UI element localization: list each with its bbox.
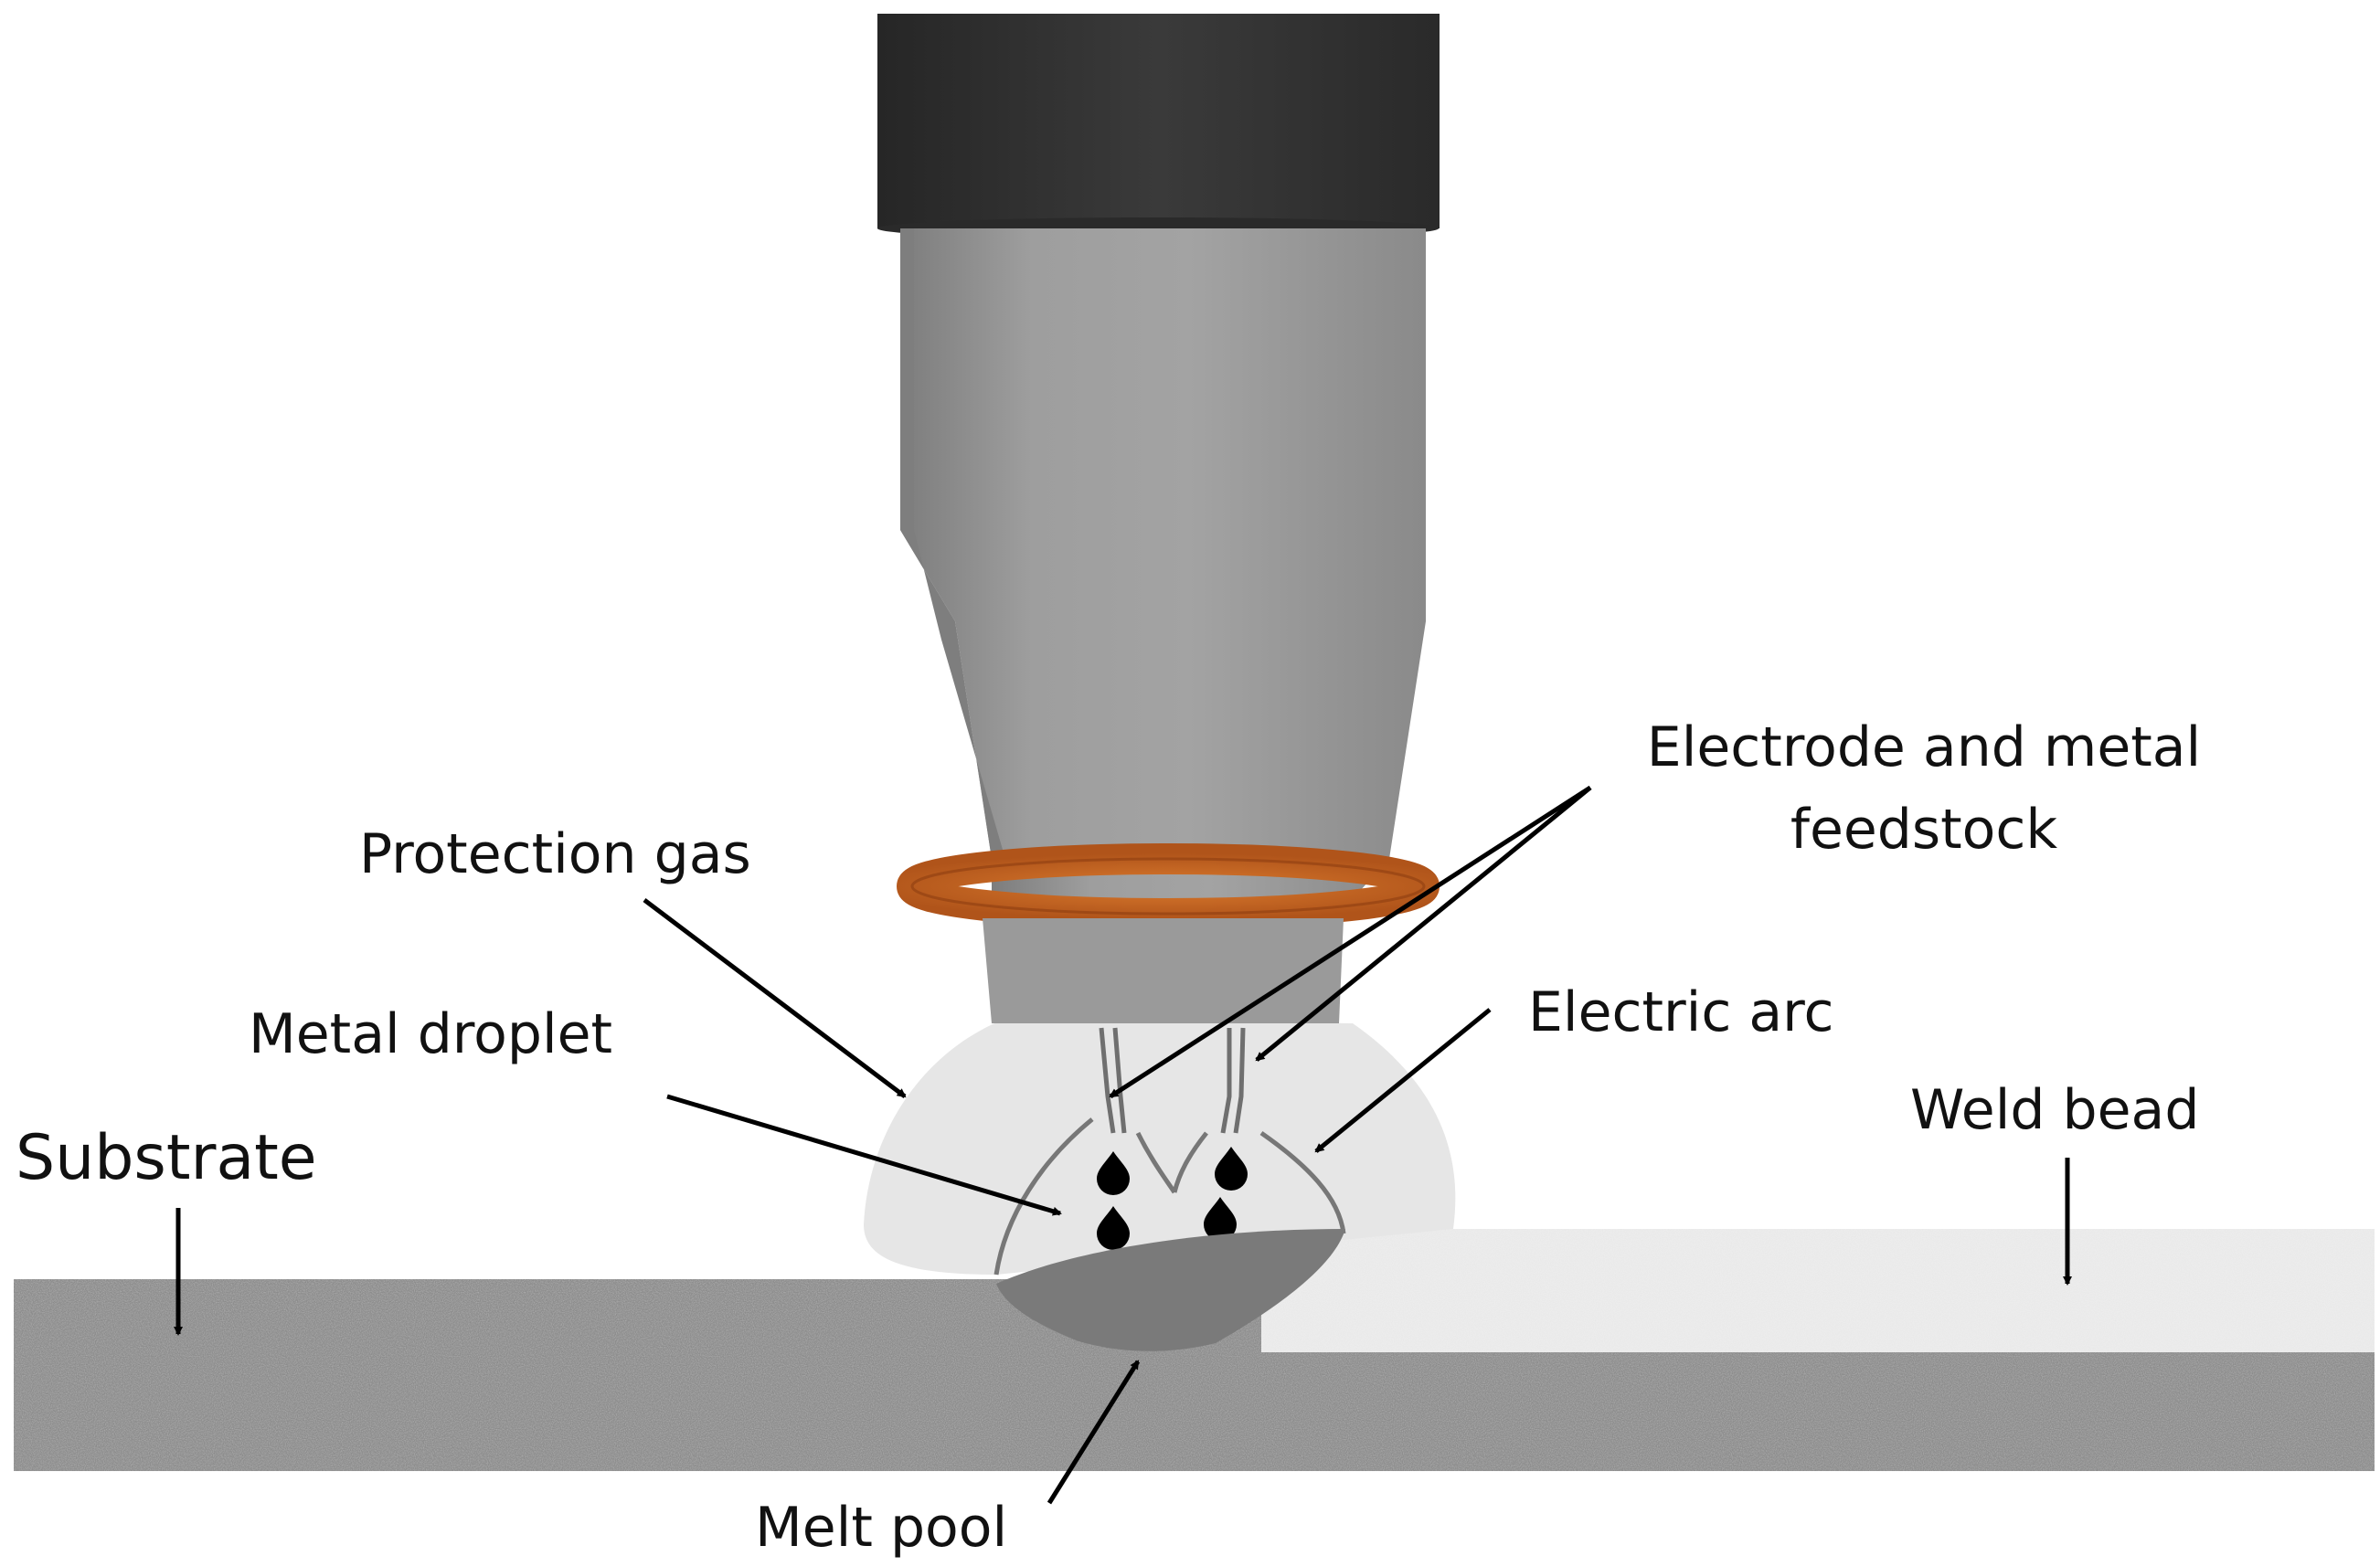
electrode-wires <box>1099 1027 1246 1134</box>
arrow-protection-gas <box>643 898 907 1098</box>
arrow-electrode-2 <box>1255 786 1592 1062</box>
label-melt-pool: Melt pool <box>755 1496 1007 1560</box>
label-electrode-line1: Electrode and metal <box>1647 715 2201 779</box>
torch-cap <box>877 14 1440 239</box>
annotation-arrows <box>174 785 2072 1505</box>
metal-droplets <box>1097 1147 1248 1250</box>
label-electrode-line2: feedstock <box>1790 798 2058 862</box>
arrow-electrode-1 <box>1109 785 1592 1099</box>
arrow-electric-arc <box>1314 1008 1492 1153</box>
label-metal-droplet: Metal droplet <box>249 1002 612 1066</box>
o-ring <box>897 843 1440 929</box>
label-protection-gas: Protection gas <box>359 822 751 886</box>
protection-gas-cloud <box>864 1019 1456 1275</box>
torch-nozzle <box>983 918 1344 1023</box>
melt-pool <box>996 1229 1345 1351</box>
label-weld-bead: Weld bead <box>1910 1078 2199 1142</box>
label-electric-arc: Electric arc <box>1528 980 1834 1044</box>
electric-arc <box>993 1117 1346 1276</box>
label-substrate: Substrate <box>16 1122 317 1194</box>
arrow-melt-pool <box>1047 1360 1141 1505</box>
arrow-metal-droplet <box>666 1094 1062 1216</box>
